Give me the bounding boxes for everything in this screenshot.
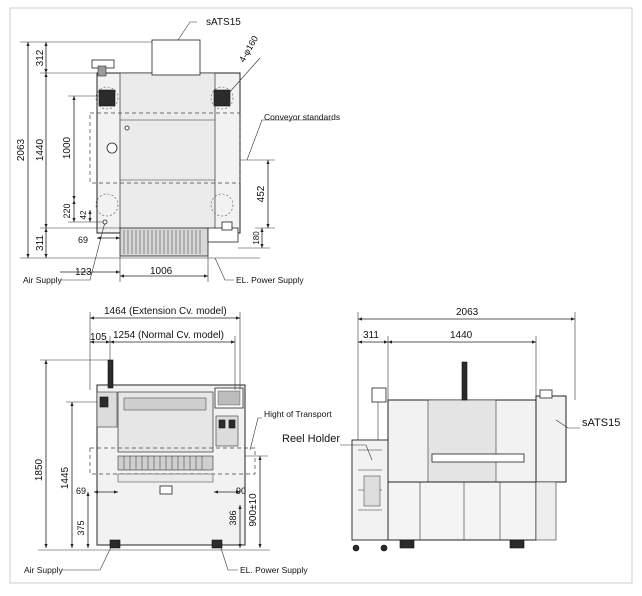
front-dim-375: 375 [76,520,86,535]
front-dim-90: 90 [236,486,246,496]
top-dim-123: 123 [75,267,92,278]
top-power-supply-label: EL. Power Supply [236,275,304,285]
reel-holder-label: Reel Holder [282,433,340,445]
top-model-label: sATS15 [206,17,241,28]
front-dim-900: 900±10 [248,493,259,527]
top-dim-2063: 2063 [16,138,27,161]
corner-hole-tl [98,89,116,107]
front-dim-105: 105 [90,332,107,343]
front-normal-width-label: 1254 (Normal Cv. model) [113,330,224,341]
side-view: 2063 311 1440 Reel Holder sATS15 [282,307,620,552]
front-ext-width-label: 1464 (Extension Cv. model) [104,306,227,317]
front-signal-tower [107,359,114,389]
top-dim-452: 452 [256,185,267,202]
front-power-supply-label: EL. Power Supply [240,565,308,575]
transport-height-label: Hight of Transport [264,409,332,419]
conveyor-outline [89,112,241,184]
top-dim-311: 311 [35,235,46,251]
front-air-supply-label: Air Supply [24,565,63,575]
corner-hole-tr [213,89,231,107]
front-dim-69: 69 [76,486,86,496]
front-dim-1850: 1850 [34,458,45,481]
side-model-label: sATS15 [582,417,620,429]
sats15-unit [151,39,201,76]
front-dim-386: 386 [228,510,238,525]
top-dim-1440: 1440 [35,138,46,161]
side-dim-1440: 1440 [450,330,473,341]
page-border [9,7,633,584]
side-dim-2063: 2063 [456,307,479,318]
top-view: sATS15 4-φ160 Conveyor standards 2063 31… [16,17,340,285]
top-dim-1006: 1006 [150,266,173,277]
top-dim-220: 220 [62,203,72,218]
top-dim-180: 180 [252,231,261,245]
top-dim-1000: 1000 [62,136,73,159]
front-dim-1445: 1445 [60,466,71,489]
top-air-supply-label: Air Supply [23,275,62,285]
side-dim-311: 311 [363,330,379,341]
side-sats15-unit [535,395,567,483]
top-dim-312: 312 [35,49,46,66]
conveyor-standards-label: Conveyor standards [264,112,340,122]
front-view: 1464 (Extension Cv. model) 105 1254 (Nor… [24,306,332,575]
top-hole-label: 4-φ160 [237,34,260,64]
side-signal-tower [461,361,468,401]
top-dim-69: 69 [78,235,88,245]
top-dim-42: 42 [79,210,88,219]
